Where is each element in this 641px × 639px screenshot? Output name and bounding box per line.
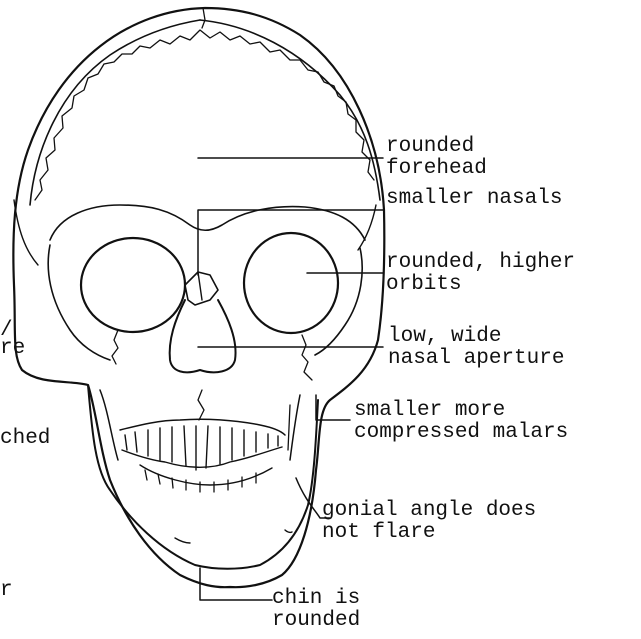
- label-left-cut-3: ched: [0, 428, 50, 450]
- ramus-right: [290, 395, 300, 460]
- orbit-left: [81, 238, 185, 332]
- maxilla-suture: [198, 390, 204, 420]
- suture-left: [112, 330, 118, 364]
- cheek-left: [48, 245, 110, 360]
- temporal-side-left: [14, 200, 38, 265]
- temporal-line-right: [200, 20, 380, 200]
- leader-nasals: [198, 210, 383, 275]
- sagittal-line: [202, 8, 205, 28]
- teeth-upper: [120, 419, 285, 435]
- temporal-line-left: [30, 20, 200, 205]
- temporal-side-right: [358, 205, 376, 250]
- label-left-cut-4: r: [0, 580, 13, 602]
- label-nasals: smaller nasals: [386, 188, 562, 210]
- nasal-aperture: [170, 300, 236, 372]
- cheek-right: [315, 248, 362, 355]
- chin-mark: [175, 538, 190, 543]
- label-left-cut-2: re: [0, 338, 25, 360]
- suture-right: [302, 335, 312, 380]
- orbit-right: [244, 233, 338, 333]
